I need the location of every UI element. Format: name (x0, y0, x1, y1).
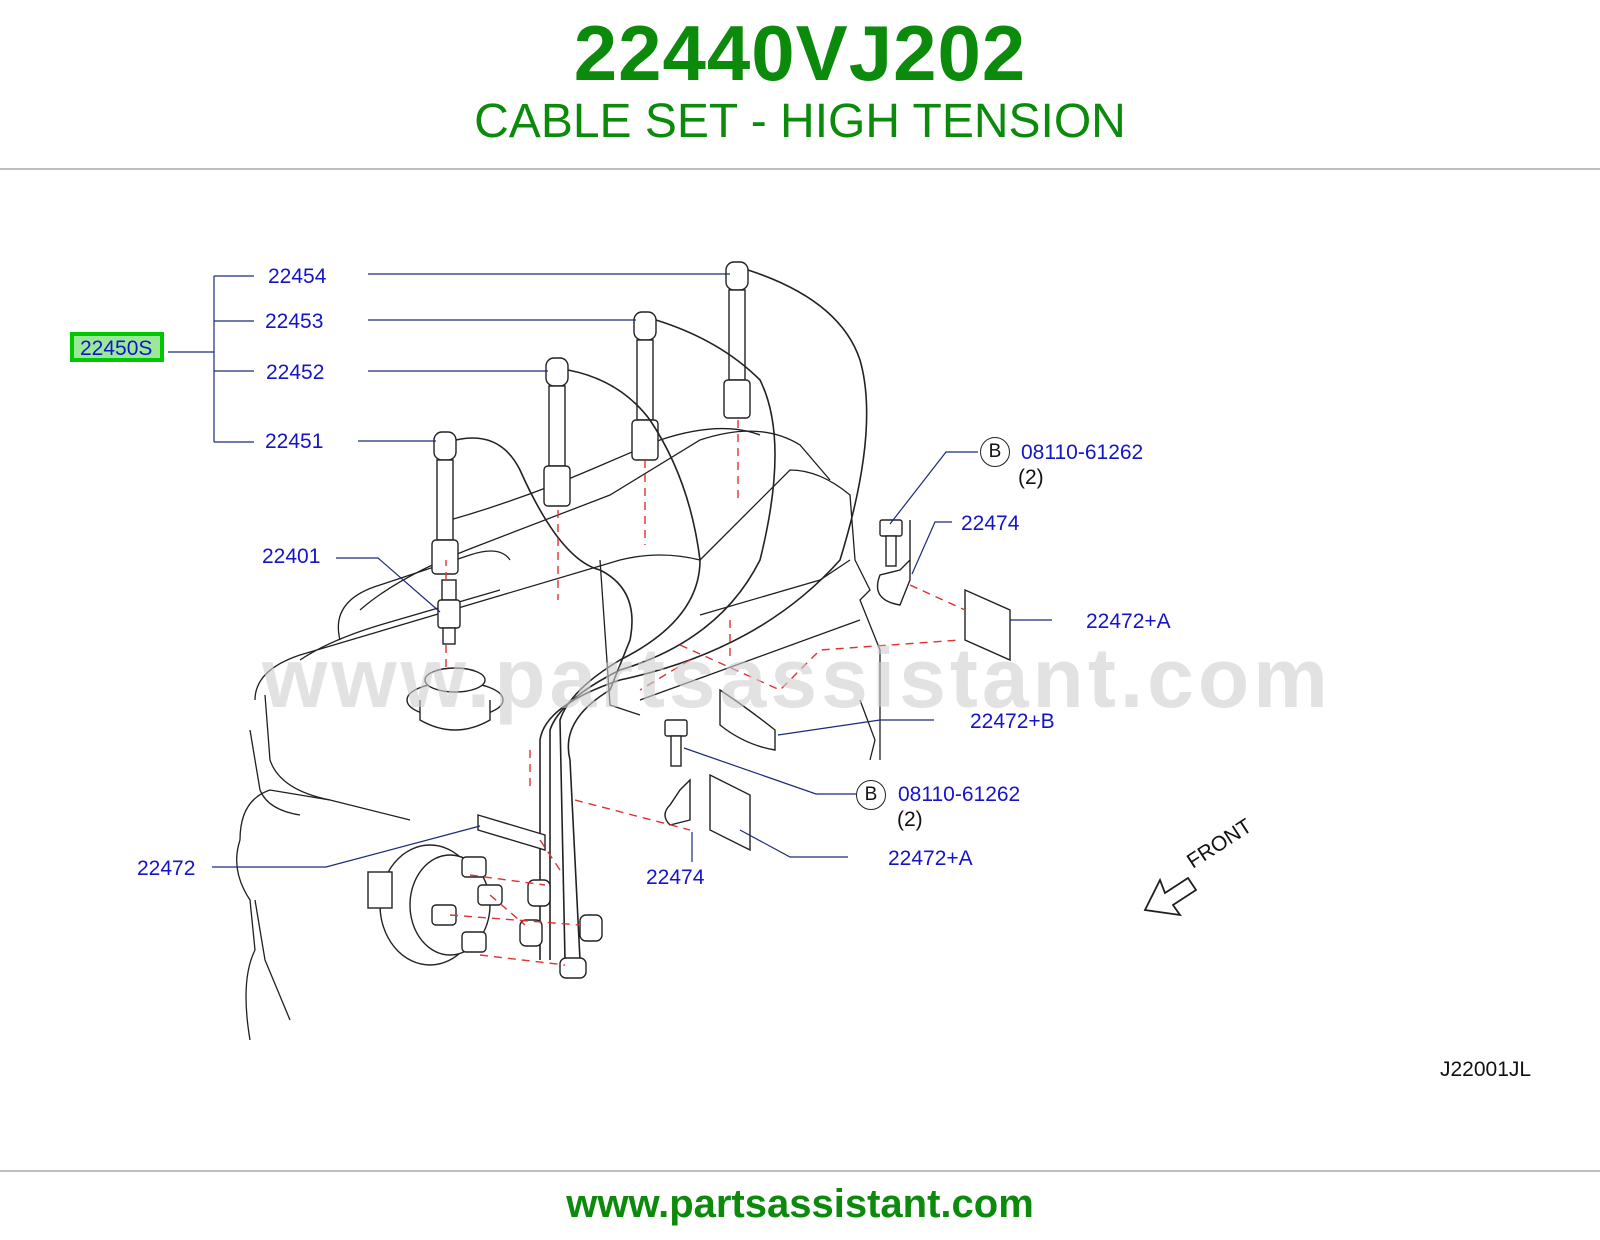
distributor-cap (367, 844, 503, 966)
callout-08110-61262-mid[interactable]: 08110-61262 (898, 783, 1021, 806)
part-number-title: 22440VJ202 (573, 9, 1027, 97)
footer-divider (0, 1170, 1600, 1172)
high-tension-wires (455, 269, 868, 979)
callout-22451[interactable]: 22451 (265, 430, 324, 453)
callout-22472a-top[interactable]: 22472+A (1086, 610, 1171, 633)
callout-22401[interactable]: 22401 (262, 545, 321, 568)
callout-22472[interactable]: 22472 (137, 857, 196, 880)
engine-block-outline (236, 427, 881, 1041)
bolts-and-brackets (477, 519, 1011, 852)
callout-leader-lines (168, 273, 1052, 868)
callout-08110-61262-top[interactable]: 08110-61262 (1021, 441, 1144, 464)
front-direction-arrow (1143, 876, 1198, 917)
callout-22474-bottom[interactable]: 22474 (646, 866, 705, 889)
callout-22452[interactable]: 22452 (266, 361, 325, 384)
callout-22453[interactable]: 22453 (265, 310, 324, 333)
spark-plug-boots (431, 261, 751, 575)
callout-22472b[interactable]: 22472+B (970, 710, 1055, 733)
oil-filler-cap (406, 667, 504, 731)
assembly-callout-22450s[interactable]: 22450S (70, 332, 164, 362)
callout-22454[interactable]: 22454 (268, 265, 327, 288)
spark-plug (437, 579, 461, 645)
quantity-mid: (2) (897, 808, 923, 831)
bolt-marker-mid: B (856, 780, 886, 810)
header-divider (0, 168, 1600, 170)
diagram-code: J22001JL (1440, 1058, 1532, 1081)
watermark: www.partsassistant.com (262, 631, 1332, 725)
callout-22474-top[interactable]: 22474 (961, 512, 1020, 535)
callout-22472a-mid[interactable]: 22472+A (888, 847, 973, 870)
bolt-marker-top: B (980, 437, 1010, 467)
assembly-guide-lines (445, 420, 966, 966)
part-description: CABLE SET - HIGH TENSION (474, 95, 1126, 148)
quantity-top: (2) (1018, 466, 1044, 489)
assembly-callout-text: 22450S (80, 337, 153, 360)
footer-url[interactable]: www.partsassistant.com (566, 1182, 1034, 1226)
